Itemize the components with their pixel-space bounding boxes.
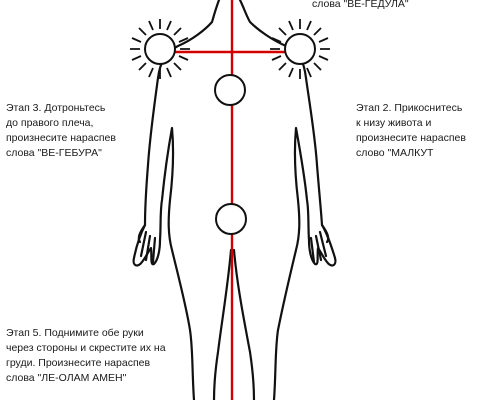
caption-line: произнесите нараспев	[6, 132, 116, 144]
caption-line: Этап 5. Поднимите обе руки	[6, 327, 144, 339]
caption-line: груди. Произнесите нараспев	[6, 357, 151, 369]
caption-line: слова "ЛЕ-ОЛАМ АМЕН"	[6, 372, 127, 384]
caption-step-5: Этап 5. Поднимите обе руки через стороны…	[6, 326, 166, 386]
thumb-left	[137, 223, 147, 244]
fingers-left	[139, 230, 157, 264]
caption-line: слова "ВЕ-ГЕБУРА"	[6, 147, 102, 159]
thumb-right	[320, 223, 330, 244]
caption-line: Этап 2. Прикоснитесь	[356, 102, 463, 114]
caption-step-2: Этап 2. Прикоснитесь к низу живота и про…	[356, 101, 466, 161]
caption-line: через стороны и скрестите их на	[6, 342, 166, 354]
caption-line: до правого плеча,	[6, 117, 94, 129]
caption-line: Этап 3. Дотроньтесь	[6, 102, 106, 114]
caption-line: слово "МАЛКУТ	[356, 147, 434, 159]
sun-right-shoulder-icon	[270, 19, 330, 79]
caption-top-right: слова "ВЕ-ГЕДУЛА"	[312, 0, 409, 12]
pelvis-point	[215, 203, 247, 235]
body-outline-right	[238, 0, 337, 400]
sun-left-shoulder-icon	[130, 19, 190, 79]
caption-step-3: Этап 3. Дотроньтесь до правого плеча, пр…	[6, 101, 116, 161]
chest-point	[214, 74, 246, 106]
fingers-right	[309, 230, 328, 264]
caption-line: слова "ВЕ-ГЕДУЛА"	[312, 0, 409, 10]
leg-inner-left	[212, 248, 233, 400]
leg-inner-right	[232, 248, 256, 400]
caption-line: к низу живота и	[356, 117, 432, 129]
caption-line: произнесите нараспев	[356, 132, 466, 144]
